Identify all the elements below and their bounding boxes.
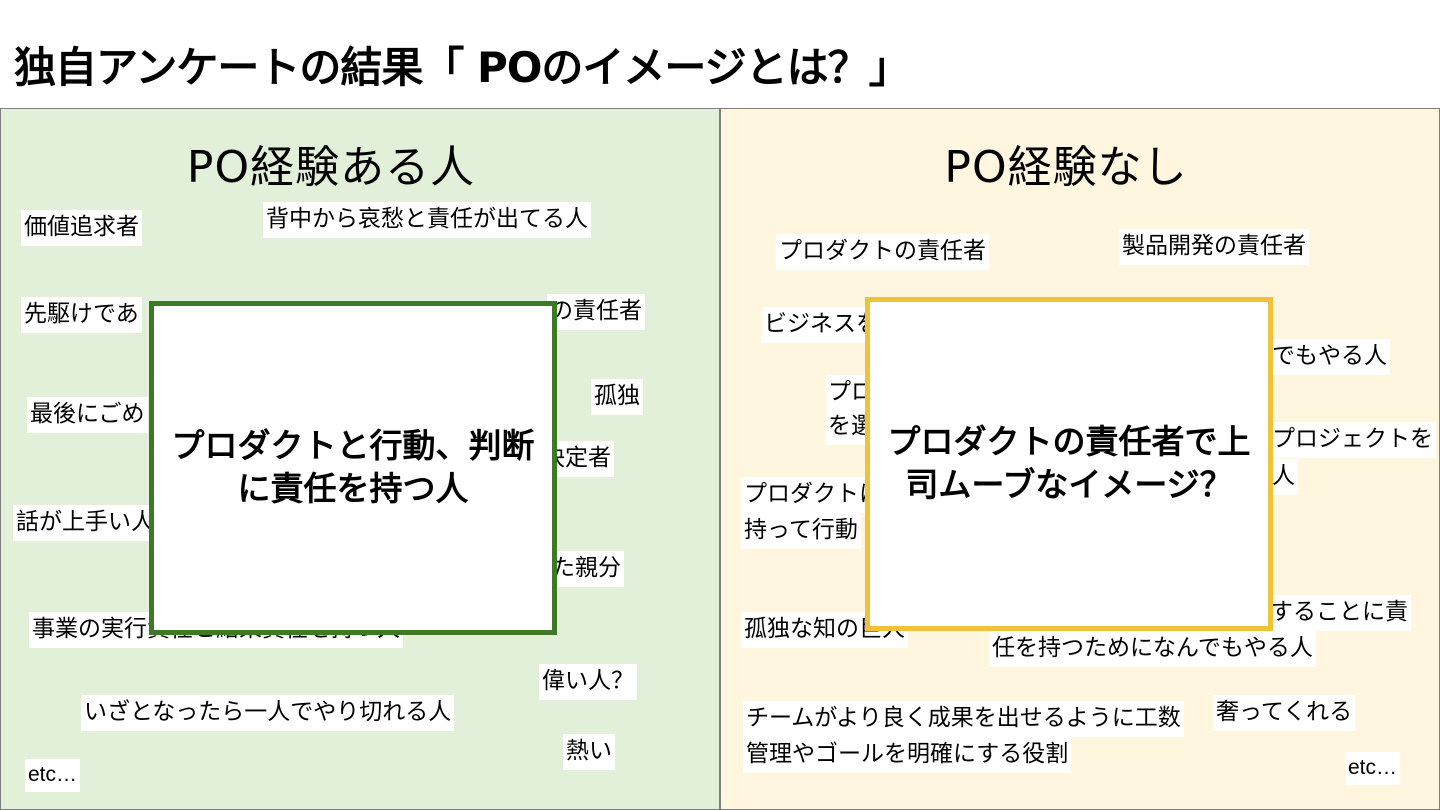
po-experienced-panel: PO経験ある人 価値追求者 背中から哀愁と責任が出てる人 先駆けであ の責任者 … [0,108,720,810]
no-po-experience-summary-text: プロダクトの責任者で上司ムーブなイメージ？ [887,422,1251,504]
right-etc-note: etc… [1345,752,1401,785]
left-note: 孤独 [591,379,643,415]
right-note: 奢ってくれる [1213,695,1356,731]
left-note: 価値追求者 [21,210,142,246]
left-note: 先駆けであ [21,297,142,333]
left-note: いざとなったら一人でやり切れる人 [81,695,455,731]
no-po-experience-summary-callout: プロダクトの責任者で上司ムーブなイメージ？ [865,297,1273,631]
left-etc-note: etc… [25,759,81,792]
left-note: 話が上手い人 [13,505,157,541]
po-experienced-heading: PO経験ある人 [186,142,476,193]
no-po-experience-panel: PO経験なし プロダクトの責任者 製品開発の責任者 ビジネスを でもやる人 プロ… [720,108,1440,810]
right-note: 管理やゴールを明確にする役割 [743,737,1072,773]
right-note: 人 [1269,459,1298,495]
right-note: でもやる人 [1269,339,1390,375]
right-note: プロダクトの責任者 [776,234,989,270]
right-note: 任を持つためになんでもやる人 [989,631,1316,667]
right-note: プロジェクトを [1269,422,1436,458]
page-title: 独自アンケートの結果「 POのイメージとは？」 [14,43,911,92]
left-note: 背中から哀愁と責任が出てる人 [263,202,591,238]
left-note: 偉い人？ [539,664,637,700]
right-note: 製品開発の責任者 [1119,229,1309,265]
right-note: 持って行動 [741,513,861,549]
no-po-experience-heading: PO経験なし [944,142,1188,193]
left-note: 熱い [563,734,615,770]
left-note: 最後にごめ [27,397,148,433]
po-experienced-summary-callout: プロダクトと行動、判断に責任を持つ人 [149,301,557,635]
left-note: た親分 [549,551,624,587]
po-experienced-summary-text: プロダクトと行動、判断に責任を持つ人 [171,426,535,508]
right-note: ビジネスを [761,307,882,343]
right-note: することに責 [1267,595,1411,631]
right-note: プロダクトに [741,477,885,513]
right-note: チームがより良く成果を出せるように工数 [743,701,1184,737]
left-note: の責任者 [547,294,645,330]
